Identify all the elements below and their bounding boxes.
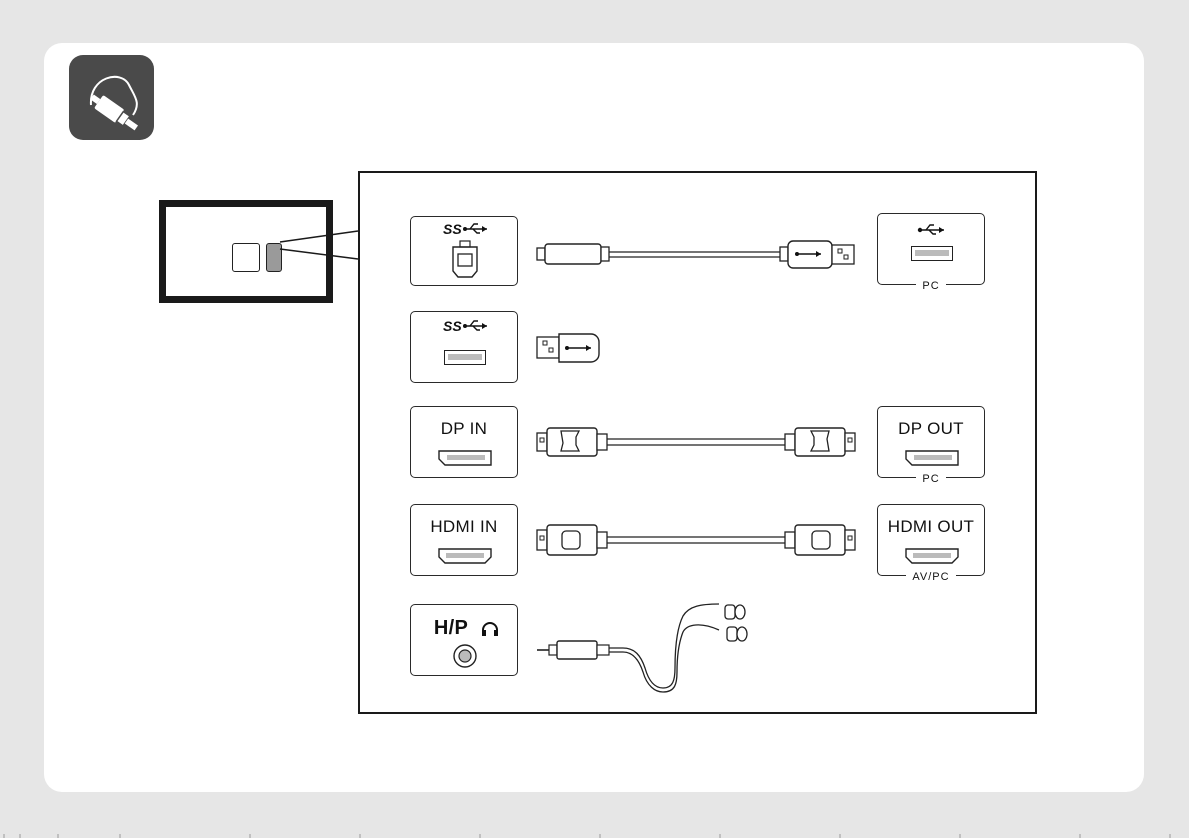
- bottom-edge-marks: [0, 832, 1189, 838]
- usb-pc-caption: PC: [878, 280, 984, 292]
- displayport-port-icon: [437, 449, 493, 467]
- hdmi-out-label: HDMI OUT: [878, 517, 984, 537]
- dp-in-label: DP IN: [411, 419, 517, 439]
- hdmi-in-port: HDMI IN: [410, 504, 518, 576]
- hdmi-port-icon: [904, 547, 960, 565]
- usb-icon: [916, 222, 948, 238]
- zoom-callout-lines: [280, 225, 360, 265]
- displayport-port-icon: [904, 449, 960, 467]
- hdmi-cable-icon: [535, 522, 865, 558]
- dp-in-port: DP IN: [410, 406, 518, 478]
- usb-a-port: [911, 246, 953, 261]
- usb-b-port-icon: [451, 241, 479, 279]
- usb-superspeed-icon: SS: [443, 318, 493, 334]
- cable-plug-icon: [69, 55, 154, 140]
- hdmi-avpc-caption: AV/PC: [878, 571, 984, 583]
- dp-pc-caption: PC: [878, 473, 984, 485]
- svg-text:SS: SS: [443, 318, 462, 334]
- svg-text:SS: SS: [443, 221, 462, 237]
- hdmi-port-icon: [437, 547, 493, 565]
- dp-out-label: DP OUT: [878, 419, 984, 439]
- monitor-port-group: [232, 243, 260, 272]
- headphone-port: H/P: [410, 604, 518, 676]
- usb-superspeed-icon: SS: [443, 221, 493, 237]
- usb-a-port: [444, 350, 486, 365]
- pc-dp-out-port: DP OUT PC: [877, 406, 985, 478]
- headphone-icon: [481, 621, 499, 637]
- usb-upstream-port: SS: [410, 216, 518, 286]
- av-pc-hdmi-out-port: HDMI OUT AV/PC: [877, 504, 985, 576]
- connection-panel: SS: [358, 171, 1037, 714]
- usb-cable-icon: [535, 239, 865, 271]
- usb-downstream-port: SS: [410, 311, 518, 383]
- usb-device-icon: [535, 333, 605, 363]
- displayport-cable-icon: [535, 425, 865, 459]
- pc-usb-port: PC: [877, 213, 985, 285]
- hdmi-in-label: HDMI IN: [411, 517, 517, 537]
- earphone-cable-icon: [535, 603, 775, 693]
- hp-label: H/P: [411, 617, 517, 640]
- audio-jack-port-icon: [452, 643, 478, 669]
